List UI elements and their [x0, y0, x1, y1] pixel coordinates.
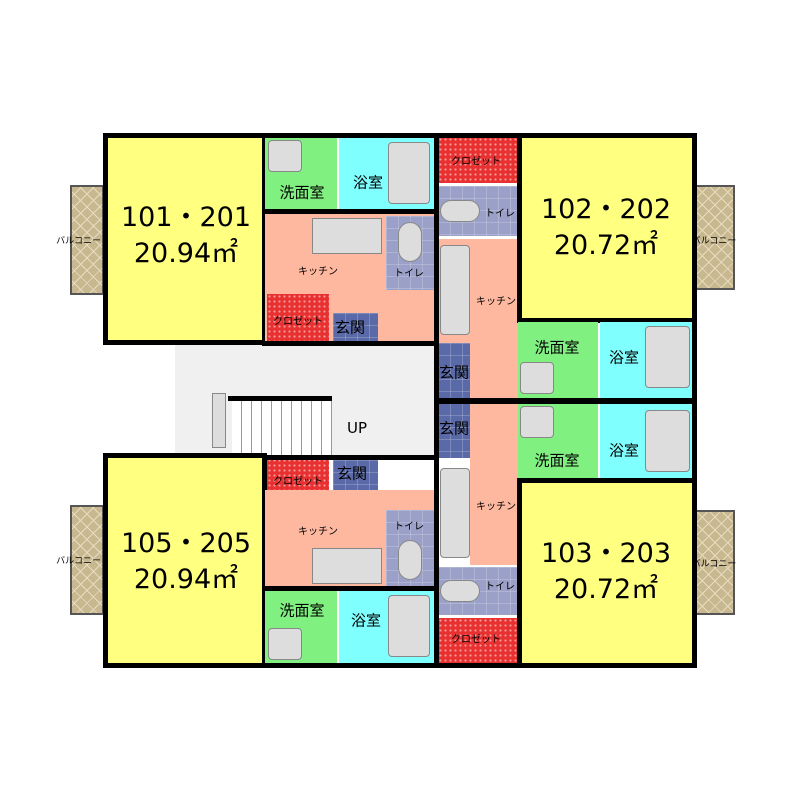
washroom-label: 洗面室	[534, 338, 580, 357]
closet-103	[438, 618, 518, 665]
kitchen-label: キッチン	[298, 526, 338, 538]
bathtub-icon	[388, 142, 430, 204]
entrance-label: 玄関	[438, 419, 470, 438]
bathtub-icon	[645, 326, 690, 388]
closet-label: クロゼット	[273, 316, 323, 328]
washroom-label: 洗面室	[534, 451, 580, 470]
bath-label: 浴室	[350, 611, 382, 630]
unit-label-102: 102・202 20.72㎡	[541, 192, 671, 264]
balcony-label: バルコニー	[56, 236, 101, 247]
toilet-icon	[440, 200, 480, 222]
washroom-label: 洗面室	[279, 601, 325, 620]
closet-105	[267, 458, 329, 490]
entrance-102	[438, 343, 470, 400]
entrance-label: 玄関	[438, 363, 470, 382]
unit-area: 20.72㎡	[553, 574, 659, 605]
stair-wall	[228, 396, 332, 401]
toilet-label: トイレ	[394, 521, 424, 533]
sink-103	[440, 468, 470, 558]
wall	[262, 209, 434, 214]
sink-102	[440, 245, 470, 335]
closet-101	[267, 294, 329, 342]
wall	[262, 586, 434, 591]
stove-icon	[312, 548, 382, 584]
closet-label: クロゼット	[273, 476, 323, 488]
washing-machine-icon	[520, 362, 554, 394]
entrance-101	[333, 313, 378, 343]
stairs-up-label: UP	[346, 419, 368, 437]
kitchen-label: キッチン	[476, 501, 516, 513]
washing-machine-icon	[268, 140, 302, 172]
closet-102	[438, 137, 518, 183]
unit-label-101: 101・201 20.94㎡	[121, 200, 251, 272]
toilet-icon	[398, 222, 422, 262]
toilet-icon	[398, 540, 422, 580]
wall	[692, 318, 697, 483]
balcony-102	[695, 185, 735, 290]
unit-number: 105・205	[120, 528, 252, 559]
toilet-105	[386, 510, 434, 586]
wall	[262, 341, 434, 346]
wall	[262, 455, 434, 460]
closet-label: クロゼット	[451, 634, 501, 646]
unit-label-103: 103・203 20.72㎡	[541, 536, 671, 608]
balcony-label: バルコニー	[56, 556, 101, 567]
unit-number: 102・202	[540, 194, 672, 225]
toilet-label: トイレ	[485, 208, 515, 220]
unit-area: 20.94㎡	[133, 564, 239, 595]
wall	[437, 398, 697, 404]
toilet-label: トイレ	[485, 581, 515, 593]
bathtub-icon	[388, 595, 430, 657]
wall	[103, 133, 697, 138]
balcony-label: バルコニー	[691, 559, 737, 570]
bath-label: 浴室	[608, 441, 640, 460]
staircase	[232, 400, 332, 455]
unit-number: 103・203	[540, 538, 672, 569]
unit-area: 20.94㎡	[133, 238, 239, 269]
wall	[434, 133, 439, 668]
entrance-105	[333, 460, 378, 490]
bath-label: 浴室	[608, 348, 640, 367]
wall	[103, 663, 697, 668]
toilet-icon	[440, 580, 480, 602]
entrance-label: 玄関	[334, 318, 366, 337]
washing-machine-icon	[268, 628, 302, 660]
washing-machine-icon	[520, 406, 554, 438]
entrance-label: 玄関	[336, 464, 368, 483]
unit-number: 101・201	[120, 202, 252, 233]
bathtub-icon	[645, 410, 690, 472]
stair-handrail	[212, 393, 226, 448]
washroom-label: 洗面室	[279, 183, 325, 202]
kitchen-label: キッチン	[476, 296, 516, 308]
unit-area: 20.72㎡	[553, 230, 659, 261]
balcony-103	[695, 510, 735, 615]
toilet-label: トイレ	[394, 268, 424, 280]
bath-label: 浴室	[352, 173, 384, 192]
kitchen-label: キッチン	[298, 266, 338, 278]
closet-label: クロゼット	[451, 156, 501, 168]
unit-label-105: 105・205 20.94㎡	[121, 526, 251, 598]
stove-icon	[312, 218, 382, 254]
balcony-label: バルコニー	[691, 236, 737, 247]
